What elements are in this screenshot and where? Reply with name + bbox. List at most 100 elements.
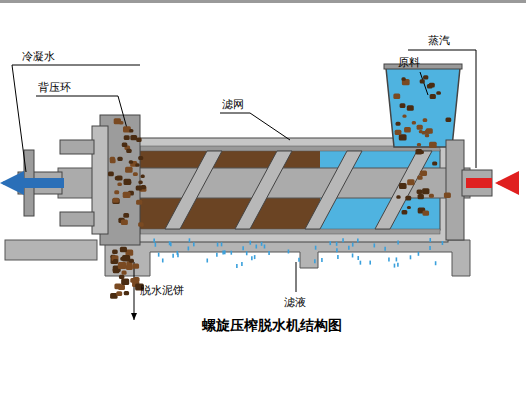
filtrate-drop <box>268 251 270 255</box>
material-particle <box>412 121 416 124</box>
bolt <box>60 140 94 154</box>
material-particle <box>432 161 437 165</box>
callout-label: 背压环 <box>38 81 71 94</box>
filtrate-drop <box>216 253 218 257</box>
material-particle <box>445 117 451 122</box>
feed-hopper <box>386 68 460 147</box>
material-particle <box>136 200 142 205</box>
filtrate-drop <box>396 257 398 261</box>
material-particle <box>423 75 428 79</box>
material-particle <box>129 129 133 132</box>
material-particle <box>436 91 441 95</box>
material-particle <box>122 271 127 275</box>
material-particle <box>404 127 411 132</box>
cake-outlet-arrow <box>134 262 135 320</box>
material-particle <box>122 143 128 147</box>
condensate-arrow <box>3 182 14 185</box>
material-particle <box>120 247 127 253</box>
filtrate-drops <box>154 238 442 268</box>
material-particle <box>423 211 430 216</box>
callout-label: 脱水泥饼 <box>140 284 184 297</box>
filtrate-drop <box>336 248 338 252</box>
right-bearing <box>446 140 464 240</box>
filtrate-drop <box>222 251 224 255</box>
material-particle <box>407 179 414 185</box>
material-particle <box>401 77 405 80</box>
material-particle <box>407 206 411 209</box>
filtrate-drop <box>314 259 316 263</box>
leader-lines <box>12 50 476 292</box>
filtrate-drop <box>155 243 157 247</box>
filtrate-drop <box>193 242 195 246</box>
material-particle <box>400 103 406 108</box>
filtrate-drop <box>410 255 412 259</box>
filtrate-drop <box>158 253 160 257</box>
filtrate-drop <box>246 251 248 255</box>
material-particle <box>112 249 118 253</box>
filtrate-drop <box>221 242 223 246</box>
filtrate-drop <box>352 243 354 247</box>
material-particle <box>402 210 408 215</box>
material-particle <box>112 198 119 204</box>
material-particle <box>121 278 129 284</box>
material-particle <box>116 175 122 180</box>
filtrate-drop <box>261 242 263 246</box>
callout-label: 冷凝水 <box>22 50 55 63</box>
material-particle <box>429 194 434 198</box>
material-particle <box>429 142 437 148</box>
material-particle <box>125 167 133 173</box>
material-particle <box>396 195 400 198</box>
filtrate-drop <box>429 238 431 242</box>
filtrate-drop <box>298 258 300 262</box>
top-rule <box>0 0 526 3</box>
screen-bottom <box>140 229 440 234</box>
material-particle <box>426 128 433 134</box>
material-particle <box>420 170 427 176</box>
filtrate-drop <box>429 246 431 250</box>
material-particle <box>133 172 138 176</box>
material-particle <box>129 160 133 163</box>
filtrate-drop <box>360 261 362 265</box>
material-particle <box>138 222 144 226</box>
filtrate-drop <box>189 238 191 242</box>
filtrate-drop <box>418 252 420 256</box>
filtrate-drop <box>397 240 399 244</box>
filtrate-drop <box>170 242 172 246</box>
material-particle <box>395 130 402 135</box>
filtrate-drop <box>251 256 253 260</box>
filtrate-drop <box>394 264 396 268</box>
material-particle <box>423 118 428 122</box>
machine-frame <box>105 240 470 276</box>
callout-label: 原料 <box>398 56 420 69</box>
material-particle <box>417 143 421 146</box>
filtrate-drop <box>254 255 256 259</box>
material-particle <box>399 183 407 189</box>
callout-label: 蒸汽 <box>428 34 450 47</box>
material-particle <box>417 125 423 130</box>
filtrate-drop <box>255 245 257 249</box>
material-particle <box>420 79 425 83</box>
material-particle <box>402 115 406 118</box>
material-particle <box>114 118 121 124</box>
callout-label: 滤液 <box>284 296 306 309</box>
material-particle <box>135 163 139 166</box>
material-particle <box>114 190 119 194</box>
filtrate-drop <box>288 249 290 253</box>
filtrate-drop <box>177 253 179 257</box>
filtrate-drop <box>336 242 338 246</box>
filtrate-drop <box>342 238 344 242</box>
material-particle <box>117 182 122 186</box>
filtrate-drop <box>357 238 359 242</box>
material-particle <box>126 149 131 153</box>
filtrate-drop <box>206 259 208 263</box>
material-particle <box>110 157 115 161</box>
filtrate-drop <box>442 241 444 245</box>
material-particle <box>418 194 424 199</box>
material-particle <box>118 262 127 269</box>
filtrate-drop <box>249 241 251 245</box>
filtrate-drop <box>217 243 219 247</box>
caption: 螺旋压榨脱水机结构图 <box>202 317 342 334</box>
material-particle <box>422 188 429 194</box>
